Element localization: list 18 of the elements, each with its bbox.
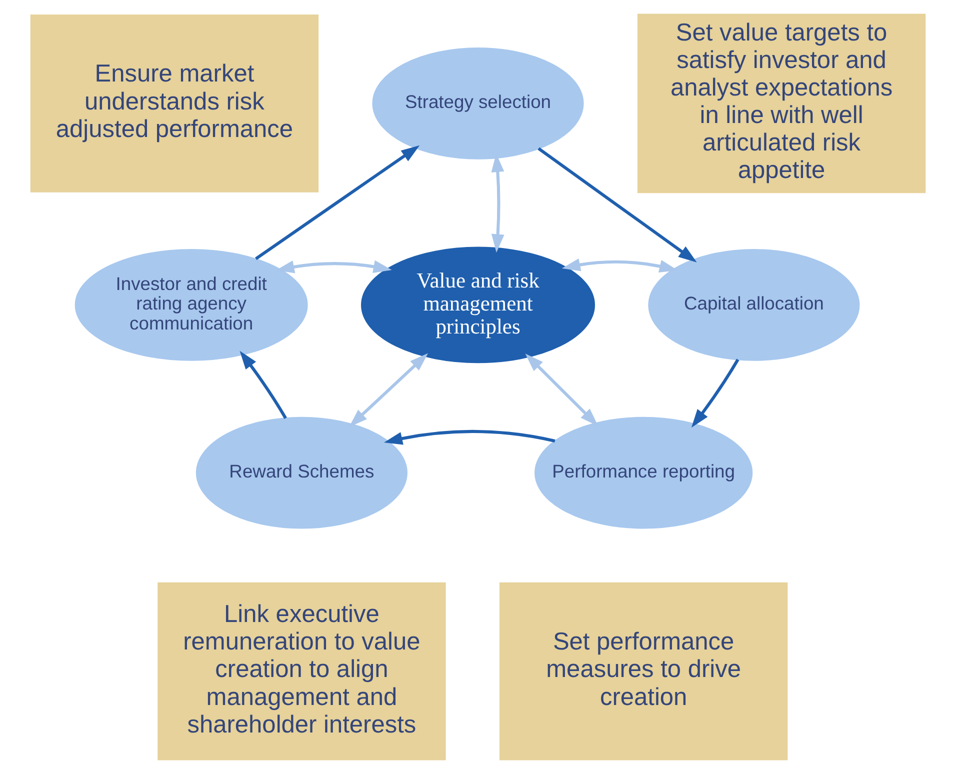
node-ellipse: Reward Schemes <box>195 416 407 529</box>
node-ellipse: Investor and credit rating agency communication <box>74 249 308 361</box>
node-ellipse: Strategy selection <box>372 47 584 160</box>
arrow <box>348 353 428 427</box>
node-ellipse: Capital allocation <box>648 249 860 361</box>
node-ellipse: Value and risk management principles <box>360 246 594 364</box>
arrow <box>690 358 739 428</box>
node-box: Set performance measures to drive creation <box>498 582 788 760</box>
arrow <box>561 258 678 273</box>
arrow <box>254 145 420 260</box>
arrow <box>383 430 555 445</box>
arrow <box>239 350 286 419</box>
node-box: Ensure market understands risk adjusted performance <box>30 14 318 192</box>
node-ellipse: Performance reporting <box>534 416 752 529</box>
node-box: Link executive remuneration to value creation to align management and shareholder interests <box>157 582 446 760</box>
arrow <box>524 354 598 426</box>
node-box: Set value targets to satisfy investor and analyst expectations in line with well articulated risk appetite <box>636 14 926 194</box>
arrow <box>537 147 696 262</box>
